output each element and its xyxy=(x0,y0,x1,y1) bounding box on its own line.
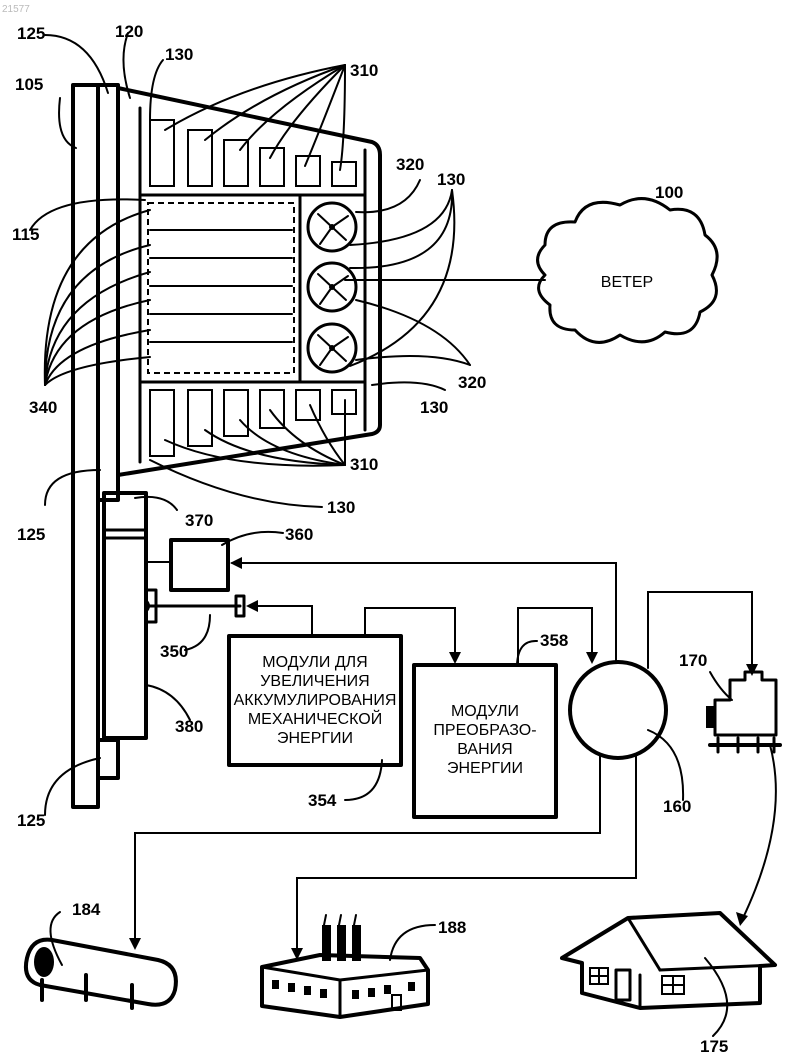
label-358: 358 xyxy=(540,631,568,650)
connections xyxy=(129,557,776,960)
storage-module-box: МОДУЛИ ДЛЯ УВЕЛИЧЕНИЯ АККУМУЛИРОВАНИЯ МЕ… xyxy=(229,636,401,765)
label-130-bottom: 130 xyxy=(327,498,355,517)
box-right-line2: ПРЕОБРАЗО- xyxy=(433,722,536,739)
fan-bottom xyxy=(308,324,356,372)
box-left-line4: МЕХАНИЧЕСКОЙ xyxy=(248,709,382,728)
label-370: 370 xyxy=(185,511,213,530)
label-350: 350 xyxy=(160,642,188,661)
label-130-top: 130 xyxy=(165,45,193,64)
box-right-line4: ЭНЕРГИИ xyxy=(447,760,523,777)
page-id: 21577 xyxy=(2,4,30,15)
label-184: 184 xyxy=(72,900,101,919)
label-310-top: 310 xyxy=(350,61,378,80)
label-105: 105 xyxy=(15,75,43,94)
label-100: 100 xyxy=(655,183,683,202)
box-left-line5: ЭНЕРГИИ xyxy=(277,730,353,747)
label-160: 160 xyxy=(663,797,691,816)
generator-assembly xyxy=(104,493,244,738)
box-left-line2: УВЕЛИЧЕНИЯ xyxy=(260,673,369,690)
top-storage-cells xyxy=(150,120,356,186)
label-360: 360 xyxy=(285,525,313,544)
tower-mast xyxy=(73,85,118,807)
label-125-bottom: 125 xyxy=(17,811,45,830)
controller-box-360 xyxy=(171,540,228,590)
house-175 xyxy=(562,913,775,1008)
fan-middle xyxy=(308,263,356,311)
wind-cloud: ВЕТЕР xyxy=(345,199,717,343)
factory-188 xyxy=(262,915,428,1017)
tank-184 xyxy=(26,940,176,1008)
label-175: 175 xyxy=(700,1037,728,1056)
fan-top xyxy=(308,203,356,251)
label-188: 188 xyxy=(438,918,466,937)
box-right-line3: ВАНИЯ xyxy=(457,741,512,758)
label-380: 380 xyxy=(175,717,203,736)
label-170: 170 xyxy=(679,651,707,670)
label-115: 115 xyxy=(12,225,39,244)
label-354: 354 xyxy=(308,791,337,810)
cloud-label: ВЕТЕР xyxy=(601,274,653,291)
label-125-mid: 125 xyxy=(17,525,45,544)
distribution-hub-160 xyxy=(570,662,666,758)
central-module xyxy=(148,203,294,373)
box-left-line1: МОДУЛИ ДЛЯ xyxy=(262,654,367,671)
label-340: 340 xyxy=(29,398,57,417)
label-120: 120 xyxy=(115,22,143,41)
label-130-right: 130 xyxy=(437,170,465,189)
label-125-top: 125 xyxy=(17,24,45,43)
label-320-top: 320 xyxy=(396,155,424,174)
label-320-bottom: 320 xyxy=(458,373,486,392)
box-left-line3: АККУМУЛИРОВАНИЯ xyxy=(234,692,397,709)
box-right-line1: МОДУЛИ xyxy=(451,703,519,720)
label-130-midright: 130 xyxy=(420,398,448,417)
conversion-module-box: МОДУЛИ ПРЕОБРАЗО- ВАНИЯ ЭНЕРГИИ xyxy=(414,665,556,817)
label-310-bottom: 310 xyxy=(350,455,378,474)
